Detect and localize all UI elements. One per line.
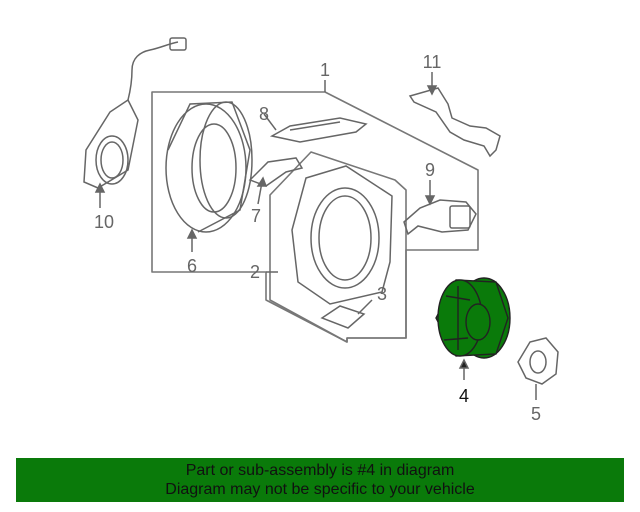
part-5-plate[interactable]	[517, 337, 559, 385]
part-2-housing[interactable]	[291, 165, 393, 305]
part-8-bracket[interactable]	[269, 117, 368, 143]
part-10-sensor[interactable]	[83, 37, 187, 189]
callout-8: 8	[259, 104, 269, 124]
callout-2: 2	[250, 262, 260, 282]
part-6-stator[interactable]	[165, 101, 253, 233]
callout-11: 11	[423, 52, 442, 72]
callout-6: 6	[187, 256, 197, 276]
callout-5: 5	[531, 404, 541, 424]
callout-3: 3	[377, 284, 387, 304]
banner-line-1: Part or sub-assembly is #4 in diagram	[185, 462, 455, 479]
part-7-bracket[interactable]	[248, 157, 304, 187]
part-9-connector[interactable]	[403, 199, 477, 236]
part-3-gasket[interactable]	[320, 305, 366, 329]
banner-line-2: Diagram may not be specific to your vehi…	[165, 481, 475, 498]
housing-outline	[269, 151, 407, 343]
part-4-rotor[interactable]	[435, 277, 511, 359]
part-info-banner: Part or sub-assembly is #4 in diagram Di…	[16, 458, 624, 502]
assembly-outline	[151, 91, 479, 343]
callout-10: 10	[94, 212, 114, 232]
callout-1: 1	[320, 60, 330, 80]
callout-7: 7	[251, 206, 261, 226]
callout-9: 9	[425, 160, 435, 180]
callout-4: 4	[459, 386, 469, 406]
part-11-bracket[interactable]	[408, 87, 501, 158]
